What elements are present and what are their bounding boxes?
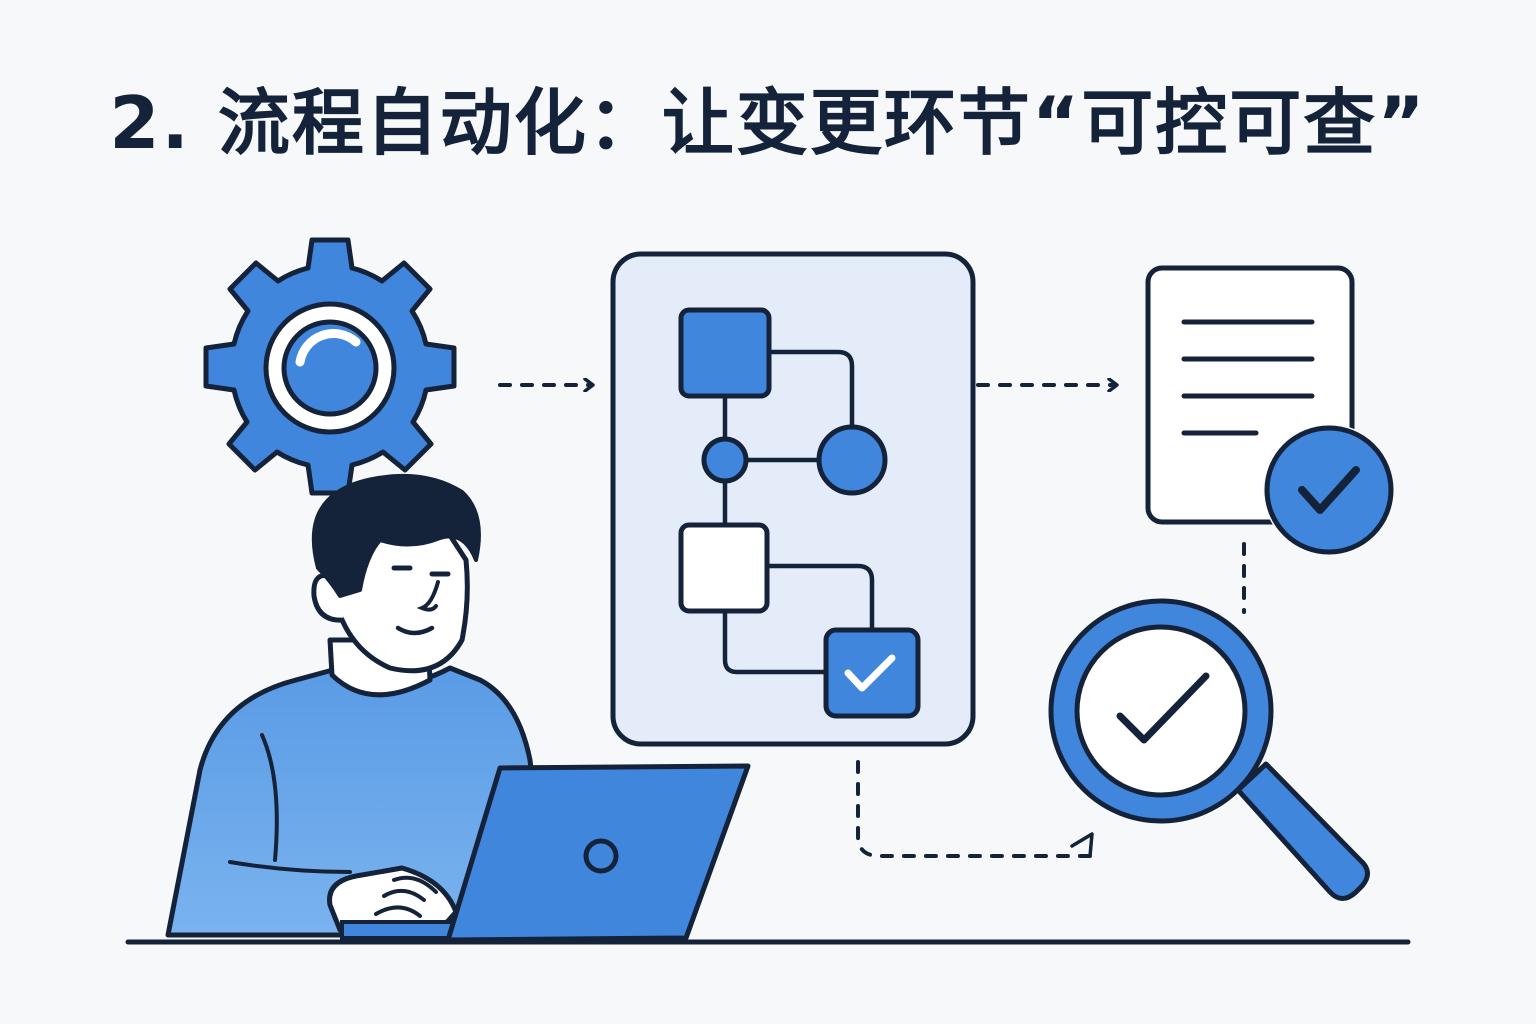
flow-done-checkbox	[823, 627, 921, 719]
flow-decision-node	[701, 436, 749, 484]
person-hair	[311, 473, 481, 598]
page-title: 2. 流程自动化：让变更环节“可控可查”	[109, 81, 1427, 165]
person-at-laptop	[165, 473, 751, 943]
flow-step-box	[678, 307, 772, 399]
arrow-flowchart-to-magnifier	[856, 760, 1092, 858]
check-icon	[844, 654, 896, 692]
check-badge-icon	[1263, 424, 1395, 556]
flowchart-panel	[610, 251, 976, 747]
flow-step-box-empty	[678, 522, 770, 614]
gear-icon	[203, 237, 457, 496]
laptop-logo	[583, 838, 619, 874]
magnifier-check-icon	[1048, 598, 1370, 901]
flow-branch-node	[816, 424, 888, 496]
